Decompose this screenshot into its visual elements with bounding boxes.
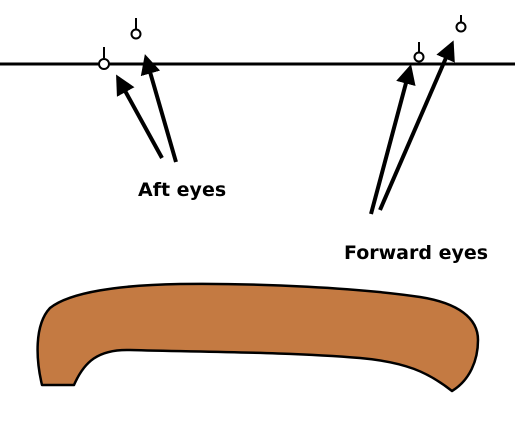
- forward-eye-on-line: [413, 42, 425, 63]
- aft-eye-on-line: [98, 47, 110, 70]
- forward-arrow-2: [378, 40, 455, 211]
- hull-shape: [36, 282, 480, 393]
- aft-eyes-label: Aft eyes: [138, 179, 226, 201]
- forward-arrow-1: [369, 64, 416, 215]
- aft-arrow-2: [140, 54, 178, 163]
- forward-eye-raised: [455, 15, 467, 33]
- forward-eyes-label: Forward eyes: [344, 242, 488, 264]
- aft-arrow-1: [116, 74, 164, 159]
- aft-eye-raised: [130, 18, 142, 40]
